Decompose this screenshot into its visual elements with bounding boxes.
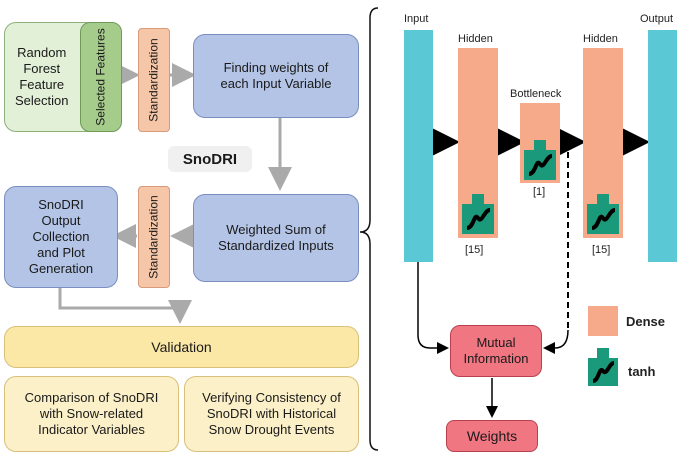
weighted-sum-label: Weighted Sum of Standardized Inputs: [218, 222, 334, 253]
bottleneck-tanh-icon: [524, 140, 556, 180]
output-collection-box: SnoDRI Output Collection and Plot Genera…: [4, 186, 118, 288]
bottleneck-label: Bottleneck: [510, 88, 562, 100]
legend-dense-swatch: [588, 306, 618, 336]
hidden1-units: [15]: [465, 244, 484, 256]
legend-tanh-label: tanh: [628, 364, 656, 379]
hidden2-tanh-icon: [587, 194, 619, 234]
standardization-bottom-box: Standardization: [138, 186, 170, 288]
selected-features-box: Selected Features: [80, 22, 122, 132]
weights-label: Weights: [466, 428, 518, 444]
snodri-title: SnoDRI: [168, 146, 252, 172]
standardization-top-label: Standardization: [147, 38, 162, 122]
mutual-information-box: Mutual Information: [450, 325, 542, 377]
verifying-label: Verifying Consistency of SnoDRI with His…: [202, 390, 341, 437]
standardization-bottom-label: Standardization: [147, 195, 162, 279]
standardization-top-box: Standardization: [138, 28, 170, 132]
random-forest-label: Random Forest Feature Selection: [15, 45, 69, 108]
output-layer-label: Output: [640, 13, 674, 25]
legend-dense-label: Dense: [626, 314, 666, 329]
snodri-label: SnoDRI: [182, 150, 238, 168]
hidden1-label: Hidden: [458, 33, 493, 45]
input-layer: [404, 30, 433, 262]
output-collection-label: SnoDRI Output Collection and Plot Genera…: [28, 197, 94, 276]
comparison-label: Comparison of SnoDRI with Snow-related I…: [24, 390, 159, 437]
verifying-box: Verifying Consistency of SnoDRI with His…: [184, 376, 359, 452]
hidden2-units: [15]: [592, 244, 611, 256]
finding-weights-box: Finding weights of each Input Variable: [193, 34, 359, 118]
validation-box: Validation: [4, 326, 359, 368]
bottleneck-units: [1]: [533, 186, 546, 198]
weighted-sum-box: Weighted Sum of Standardized Inputs: [193, 194, 359, 282]
weights-box: Weights: [446, 420, 538, 452]
input-layer-label: Input: [404, 13, 429, 25]
mutual-information-label: Mutual Information: [463, 335, 529, 366]
comparison-box: Comparison of SnoDRI with Snow-related I…: [4, 376, 179, 452]
finding-weights-label: Finding weights of each Input Variable: [220, 60, 332, 91]
hidden1-tanh-icon: [462, 194, 494, 234]
selected-features-label: Selected Features: [94, 28, 109, 126]
legend-tanh-icon: [588, 348, 618, 386]
hidden2-label: Hidden: [583, 33, 618, 45]
output-layer: [648, 30, 677, 262]
validation-label: Validation: [151, 339, 212, 355]
